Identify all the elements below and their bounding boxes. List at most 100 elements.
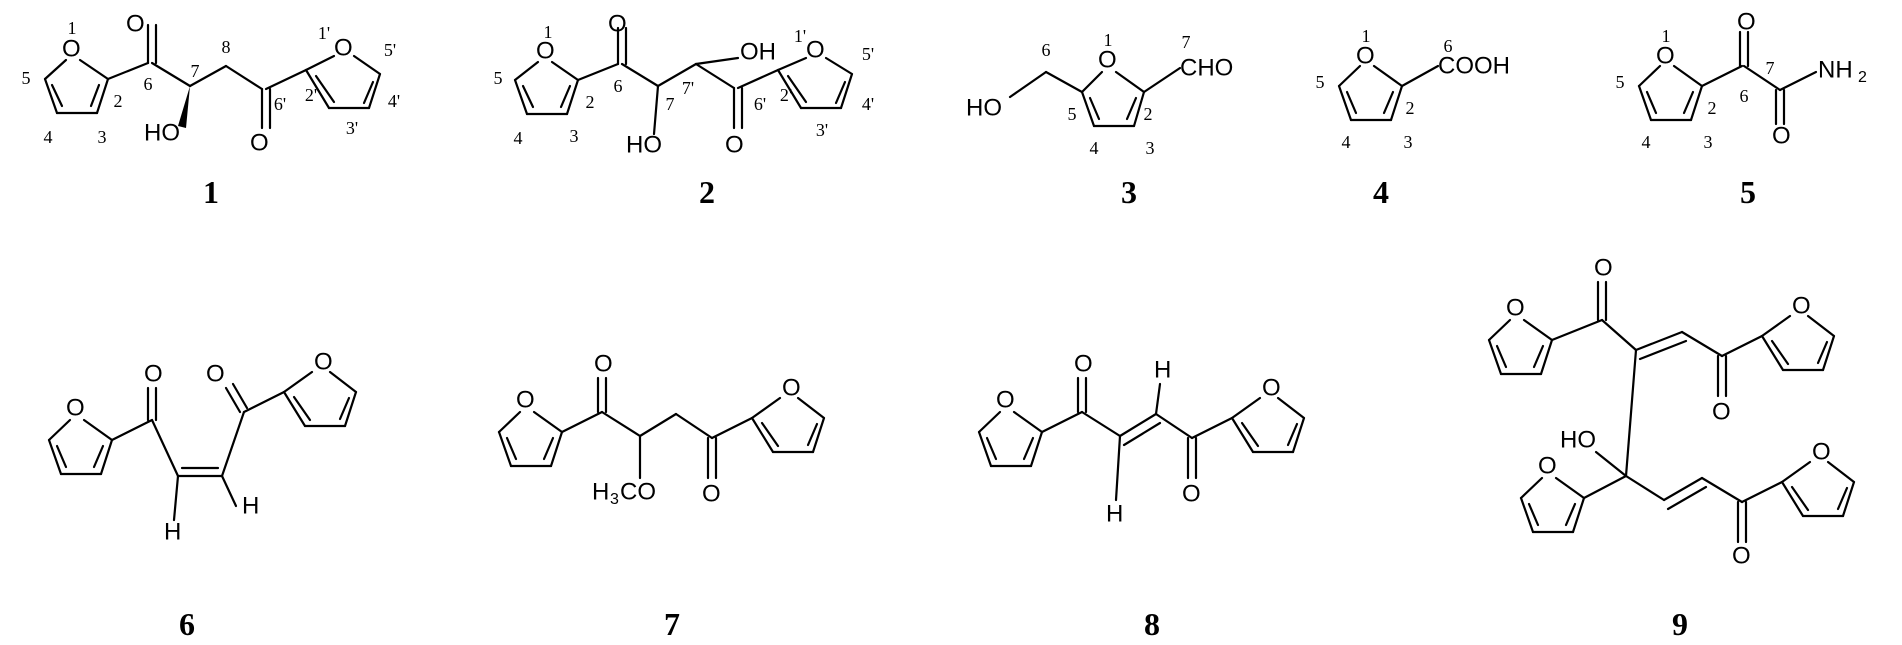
atom-O-carbonyl-left: O — [1074, 351, 1093, 378]
compound-2-structure: O O OH HO O O 1 2 3 4 5 6 7 7' 6' 2' 1' … — [494, 11, 875, 159]
num-4-prime: 4' — [862, 94, 874, 114]
atom-O-carbonyl: O — [608, 11, 627, 38]
compound-7-structure: O O O O H 3 CO — [497, 351, 826, 508]
num-5: 5 — [494, 68, 503, 88]
atom-O1: O — [536, 38, 555, 65]
compound-7-label: 7 — [664, 606, 680, 642]
atom-O-carbonyl-mid: O — [1712, 399, 1731, 426]
num-6: 6 — [1444, 36, 1453, 56]
atom-H-bottom: H — [1106, 501, 1123, 528]
atom-O-furan-left: O — [996, 387, 1015, 414]
atom-O-furan-left: O — [516, 387, 535, 414]
atom-O1: O — [1656, 43, 1675, 70]
atom-O1-prime: O — [334, 35, 353, 62]
atom-O-carbonyl-bottom: O — [1732, 543, 1751, 570]
atom-OH: OH — [740, 39, 776, 66]
atom-methoxy-subscript: 3 — [610, 491, 619, 508]
compound-1-structure: O O HO O O 1 2 3 4 5 6 7 8 6' 2' 1' 5' 4… — [22, 11, 401, 157]
num-2: 2 — [114, 91, 123, 111]
atom-HO: HO — [626, 132, 662, 159]
num-6: 6 — [144, 74, 153, 94]
atom-O-carbonyl-right: O — [206, 361, 225, 388]
atom-O1: O — [1356, 43, 1375, 70]
compound-8-structure: O O H H O O — [977, 351, 1306, 528]
num-3: 3 — [98, 127, 107, 147]
num-6-prime: 6' — [754, 94, 766, 114]
num-1: 1 — [68, 18, 77, 38]
compound-6-label: 6 — [179, 606, 195, 642]
num-6: 6 — [1740, 86, 1749, 106]
atom-methoxy-H: H — [592, 479, 609, 506]
atom-O-furan-right: O — [782, 375, 801, 402]
compound-3-structure: O HO CHO 1 2 3 4 5 6 7 — [966, 30, 1233, 158]
num-2-prime: 2' — [780, 85, 792, 105]
num-7: 7 — [191, 61, 200, 81]
num-1: 1 — [1362, 26, 1371, 46]
atom-O-furan-right: O — [1262, 375, 1281, 402]
atom-H-left: H — [164, 519, 181, 546]
compound-5-structure: O O O NH 2 1 2 3 4 5 6 7 — [1616, 9, 1868, 153]
atom-HO: HO — [966, 95, 1002, 122]
atom-methoxy-CO: CO — [620, 479, 656, 506]
atom-O-furan-bottomleft: O — [1538, 453, 1557, 480]
num-8: 8 — [222, 37, 231, 57]
num-2-prime: 2' — [305, 85, 317, 105]
atom-O-carbonyl-2: O — [725, 132, 744, 159]
compound-9-structure: O O O O HO O O O — [1487, 255, 1856, 570]
compound-1-label: 1 — [203, 174, 219, 210]
atom-O-furan-right: O — [314, 349, 333, 376]
compound-6-structure: O O O O H H — [47, 349, 358, 546]
num-2: 2 — [1708, 98, 1717, 118]
atom-O1-prime: O — [806, 37, 825, 64]
num-1: 1 — [1104, 30, 1113, 50]
compound-3-label: 3 — [1121, 174, 1137, 210]
num-2: 2 — [586, 92, 595, 112]
num-5: 5 — [1068, 104, 1077, 124]
num-3: 3 — [1704, 132, 1713, 152]
atom-O-furan-topleft: O — [1506, 295, 1525, 322]
atom-O-amide: O — [1772, 123, 1791, 150]
compound-5-label: 5 — [1740, 174, 1756, 210]
num-6: 6 — [614, 76, 623, 96]
atom-HO: HO — [144, 120, 180, 147]
num-2: 2 — [1144, 104, 1153, 124]
num-5: 5 — [1616, 72, 1625, 92]
atom-H-right: H — [242, 493, 259, 520]
atom-O-carbonyl-right: O — [702, 481, 721, 508]
num-1-prime: 1' — [318, 23, 330, 43]
num-3: 3 — [570, 126, 579, 146]
compound-4-structure: O COOH 1 2 3 4 5 6 — [1316, 26, 1511, 152]
compound-4-label: 4 — [1373, 174, 1389, 210]
num-3-prime: 3' — [816, 120, 828, 140]
compound-2-label: 2 — [699, 174, 715, 210]
atom-HO: HO — [1560, 427, 1596, 454]
num-1-prime: 1' — [794, 26, 806, 46]
num-7: 7 — [1766, 58, 1775, 78]
num-4: 4 — [44, 127, 53, 147]
num-7: 7 — [1182, 32, 1191, 52]
atom-NH-subscript: 2 — [1858, 69, 1867, 86]
compound-8-label: 8 — [1144, 606, 1160, 642]
num-3: 3 — [1404, 132, 1413, 152]
atom-O1: O — [62, 36, 81, 63]
atom-O-furan-topright: O — [1792, 293, 1811, 320]
compound-9-label: 9 — [1672, 606, 1688, 642]
num-4: 4 — [1342, 132, 1351, 152]
atom-H-top: H — [1154, 357, 1171, 384]
num-3-prime: 3' — [346, 118, 358, 138]
atom-O-carbonyl-left: O — [144, 361, 163, 388]
num-5-prime: 5' — [862, 44, 874, 64]
atom-CHO: CHO — [1180, 55, 1233, 82]
atom-O-carbonyl-left: O — [594, 351, 613, 378]
atom-O-carbonyl-top: O — [1594, 255, 1613, 282]
num-7: 7 — [666, 94, 675, 114]
num-5: 5 — [22, 68, 31, 88]
atom-O-carbonyl-right: O — [1182, 481, 1201, 508]
atom-COOH: COOH — [1438, 53, 1510, 80]
atom-O-furan-bottomright: O — [1812, 439, 1831, 466]
num-4: 4 — [514, 128, 523, 148]
num-5-prime: 5' — [384, 40, 396, 60]
num-4-prime: 4' — [388, 91, 400, 111]
atom-O-furan-left: O — [66, 395, 85, 422]
